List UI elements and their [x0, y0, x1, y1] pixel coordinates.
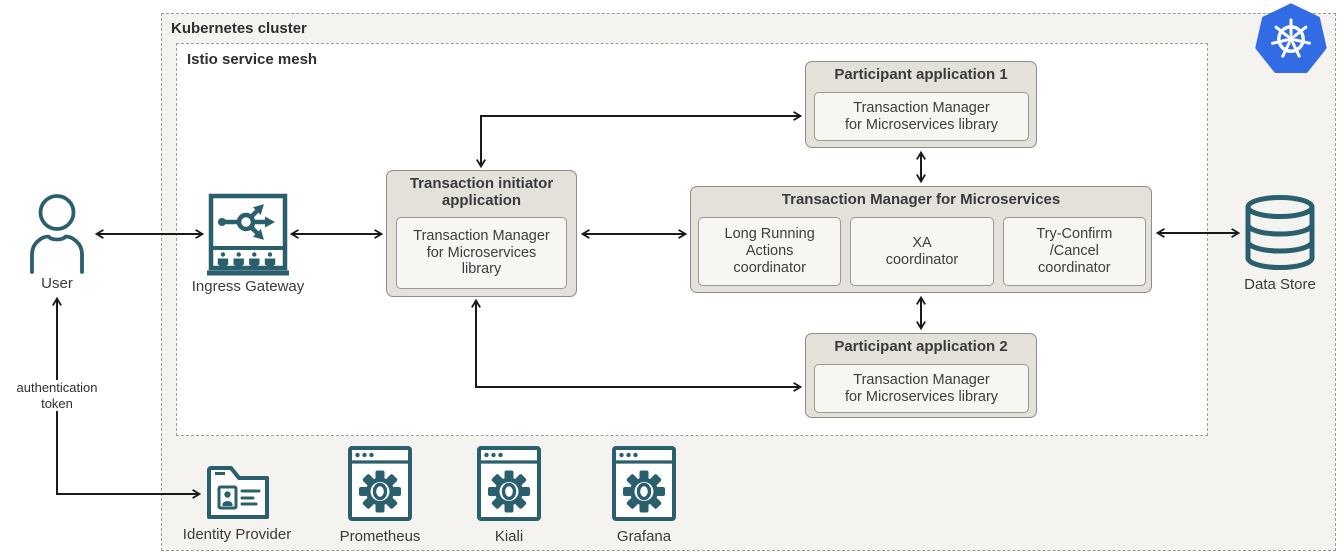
- xa-coordinator: XA coordinator: [850, 217, 994, 286]
- participant-application-2-node: Participant application 2 Transaction Ma…: [805, 333, 1037, 418]
- ingress-gateway-icon: [207, 193, 289, 276]
- istio-mesh-label: Istio service mesh: [187, 51, 318, 68]
- participant-2-tmm-library: Transaction Manager for Microservices li…: [814, 364, 1029, 413]
- kubernetes-cluster-label: Kubernetes cluster: [171, 20, 307, 37]
- transaction-initiator-title: Transaction initiator application: [409, 175, 554, 209]
- transaction-initiator-node: Transaction initiator application Transa…: [386, 170, 577, 297]
- prometheus-icon: [348, 446, 412, 521]
- participant-1-tmm-library: Transaction Manager for Microservices li…: [814, 92, 1029, 141]
- participant-application-1-node: Participant application 1 Transaction Ma…: [805, 61, 1037, 148]
- identity-provider-icon: [207, 466, 269, 519]
- kiali-label: Kiali: [494, 528, 524, 545]
- prometheus-label: Prometheus: [339, 528, 421, 545]
- data-store-icon: [1245, 195, 1315, 270]
- lra-coordinator: Long Running Actions coordinator: [698, 217, 842, 286]
- participant-2-title: Participant application 2: [834, 338, 1008, 355]
- initiator-tmm-library: Transaction Manager for Microservices li…: [396, 217, 567, 289]
- tcc-coordinator: Try-Confirm /Cancel coordinator: [1002, 217, 1146, 286]
- user-label: User: [41, 275, 73, 292]
- kubernetes-logo-icon: [1255, 3, 1327, 73]
- transaction-manager-title: Transaction Manager for Microservices: [781, 191, 1061, 208]
- coordinator-row: Long Running Actions coordinator XA coor…: [698, 217, 1146, 286]
- user-icon: [30, 194, 84, 274]
- data-store-label: Data Store: [1244, 276, 1316, 293]
- auth-token-label: authentication token: [2, 380, 112, 412]
- ingress-gateway-label: Ingress Gateway: [191, 278, 305, 295]
- grafana-label: Grafana: [616, 528, 672, 545]
- grafana-icon: [612, 446, 676, 521]
- participant-1-title: Participant application 1: [834, 66, 1008, 83]
- transaction-manager-node: Transaction Manager for Microservices Lo…: [690, 186, 1152, 293]
- identity-provider-label: Identity Provider: [182, 526, 292, 543]
- kiali-icon: [477, 446, 541, 521]
